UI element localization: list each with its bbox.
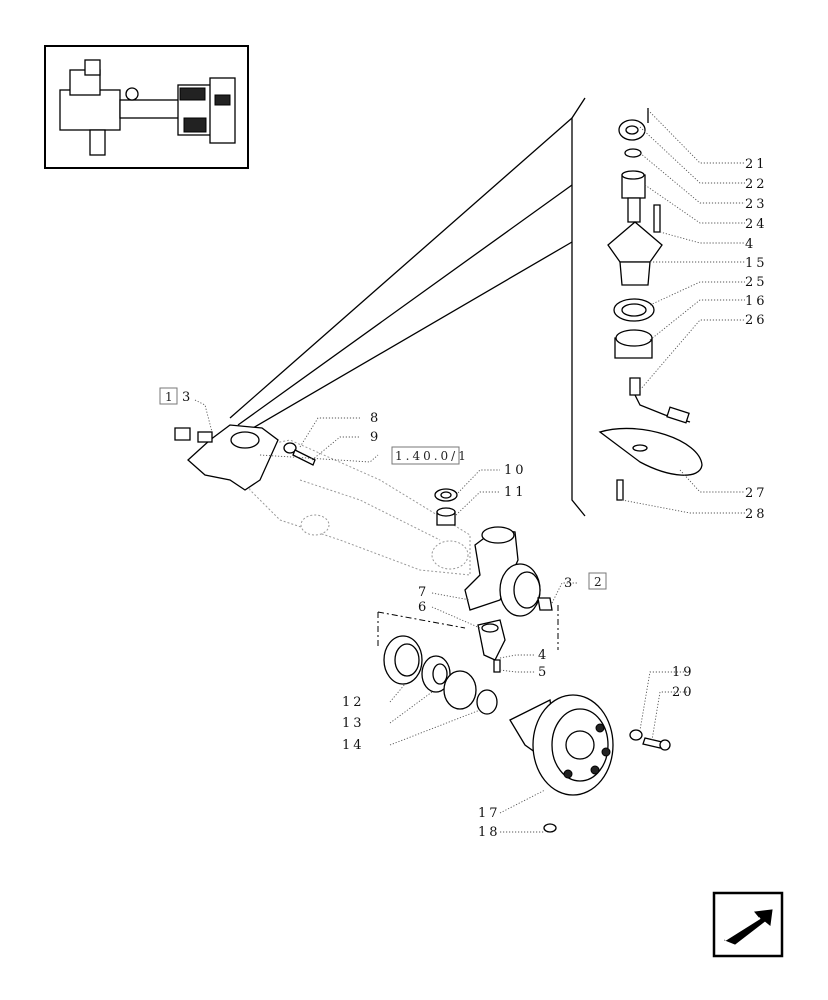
- label-25: 25: [745, 275, 768, 290]
- screw-part-4-5[interactable]: [493, 659, 501, 673]
- label-10: 10: [504, 463, 527, 478]
- label-20: 20: [672, 685, 695, 700]
- hub-group-bracket: [377, 605, 559, 650]
- label-7: 7: [418, 585, 429, 600]
- label-18: 18: [478, 825, 501, 840]
- screw-part-28[interactable]: [616, 479, 624, 501]
- bearing-cone-part-13[interactable]: [421, 655, 451, 693]
- label-4-upper: 4: [745, 237, 756, 252]
- pointer-line-c: [245, 241, 573, 433]
- pointer-line-a: [229, 117, 573, 419]
- axle-overview-thumbnail[interactable]: [44, 45, 249, 169]
- label-21: 21: [745, 157, 768, 172]
- sensor-mount-part-6[interactable]: [477, 619, 506, 661]
- label-14: 14: [342, 738, 365, 753]
- label-9: 9: [370, 430, 381, 445]
- label-17: 17: [478, 806, 501, 821]
- ref-box-3-text: 2: [594, 575, 605, 589]
- reference-box-2[interactable]: 2: [588, 572, 607, 590]
- swivel-housing-part[interactable]: [464, 526, 553, 617]
- label-27: 27: [745, 486, 768, 501]
- label-6: 6: [418, 600, 429, 615]
- label-16: 16: [745, 294, 768, 309]
- label-24: 24: [745, 217, 768, 232]
- label-12: 12: [342, 695, 365, 710]
- bolt-washer-19-20[interactable]: [629, 729, 671, 751]
- pointer-line-b: [237, 184, 573, 426]
- sensor-cable-part-26[interactable]: [629, 377, 691, 424]
- leader-lines: [194, 109, 745, 833]
- bearing-cup-part-12[interactable]: [383, 635, 423, 685]
- ref-box-1-trail: 3: [182, 390, 193, 405]
- label-11: 11: [504, 485, 527, 500]
- reference-box-1-3[interactable]: 1 3: [159, 387, 193, 405]
- bolt-8-9[interactable]: [283, 442, 316, 466]
- sensor-body-part-23[interactable]: [621, 170, 646, 223]
- seal-part-10[interactable]: [434, 488, 458, 502]
- next-page-arrow-icon[interactable]: [712, 891, 784, 958]
- ref-box-2-text: 1.40.0/1: [395, 449, 469, 463]
- pivot-support-part[interactable]: [174, 424, 279, 491]
- label-15: 15: [745, 256, 768, 271]
- screw-part-24[interactable]: [653, 204, 661, 233]
- label-23: 23: [745, 197, 768, 212]
- bushing-part-11[interactable]: [436, 507, 456, 526]
- sensor-cap-part-21-22[interactable]: [618, 108, 649, 158]
- flange-part-15[interactable]: [607, 221, 663, 286]
- axle-housing-ghost: [239, 439, 471, 576]
- label-5: 5: [538, 665, 549, 680]
- label-26: 26: [745, 313, 768, 328]
- sensor-group-bracket: [571, 97, 586, 517]
- label-3-right: 3: [564, 576, 575, 591]
- bearing-part-16[interactable]: [614, 329, 653, 359]
- pin-part-18[interactable]: [543, 823, 557, 833]
- label-4-lower: 4: [538, 648, 549, 663]
- ref-box-1-text: 1: [165, 390, 176, 404]
- label-13: 13: [342, 716, 365, 731]
- label-8: 8: [370, 411, 381, 426]
- reference-box-1-40-0-1[interactable]: 1.40.0/1: [391, 446, 469, 465]
- bearing-part-14[interactable]: [443, 670, 498, 715]
- label-22: 22: [745, 177, 768, 192]
- label-19: 19: [672, 665, 695, 680]
- seal-part-25[interactable]: [613, 298, 655, 322]
- cover-plate-part-27[interactable]: [598, 427, 703, 476]
- wheel-hub-part-17[interactable]: [509, 694, 614, 796]
- label-28: 28: [745, 507, 768, 522]
